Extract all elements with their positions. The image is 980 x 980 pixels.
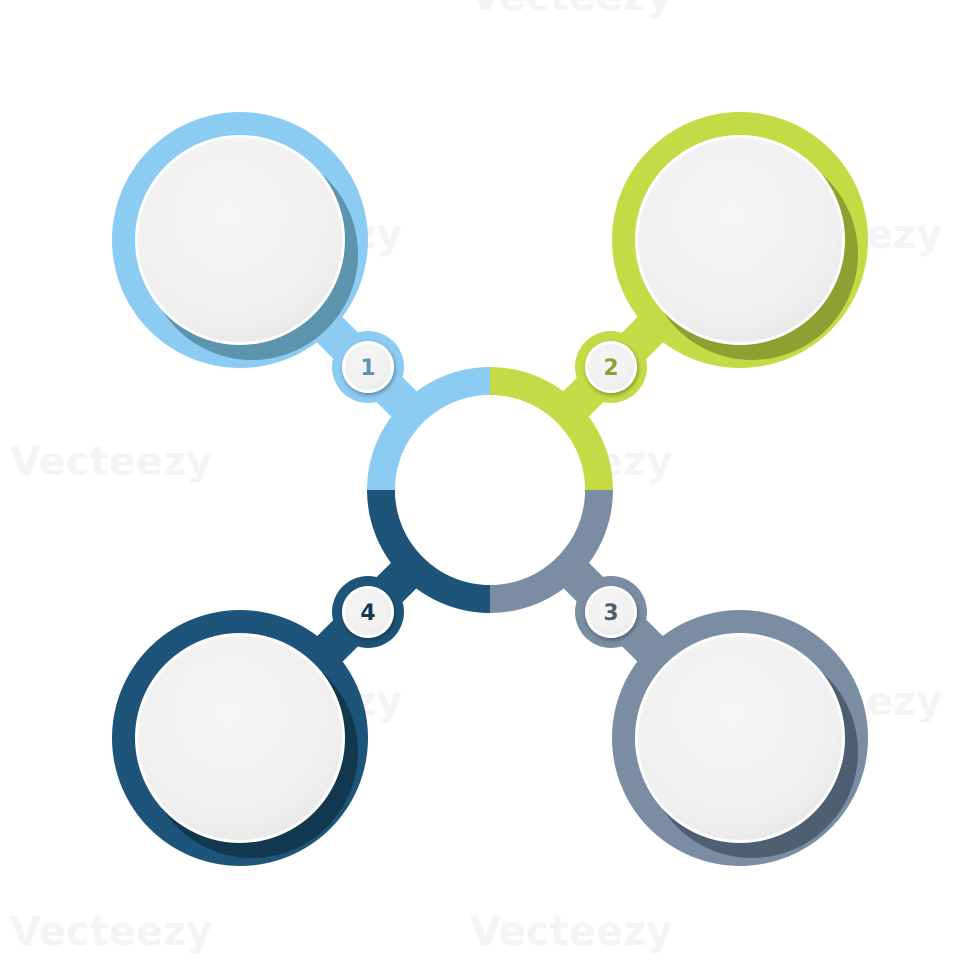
watermark-text: Vecteezy (470, 909, 672, 955)
watermark-text: Vecteezy (10, 439, 212, 485)
number-badge-layer: 1 2 3 4 (342, 341, 637, 638)
step-ring-layer (112, 112, 868, 866)
step-ring-2 (612, 112, 868, 368)
card-face (638, 636, 842, 840)
step-number: 4 (360, 601, 375, 626)
step-number: 2 (603, 356, 618, 381)
hub-segment-2 (490, 367, 613, 490)
hub-segment-3 (490, 490, 613, 613)
center-hub-ring (367, 367, 613, 613)
badge-face (345, 344, 391, 390)
badge-face (345, 589, 391, 635)
watermark-text: Vecteezy (470, 0, 672, 20)
badge-face (588, 344, 634, 390)
card-face (638, 138, 842, 342)
step-ring-1 (112, 112, 368, 368)
step-badge-4: 4 (342, 586, 394, 638)
card-face (138, 636, 342, 840)
hub-center (395, 395, 585, 585)
card-face (138, 138, 342, 342)
step-badge-3: 3 (585, 586, 637, 638)
step-number: 1 (360, 356, 375, 381)
step-badge-2: 2 (585, 341, 637, 393)
badge-face (588, 589, 634, 635)
step-number: 3 (603, 601, 618, 626)
hub-segment-4 (367, 490, 490, 613)
hub-segment-1 (367, 367, 490, 490)
step-ring-3 (612, 610, 868, 866)
watermark-text: Vecteezy (10, 909, 212, 955)
step-badge-1: 1 (342, 341, 394, 393)
step-ring-4 (112, 610, 368, 866)
